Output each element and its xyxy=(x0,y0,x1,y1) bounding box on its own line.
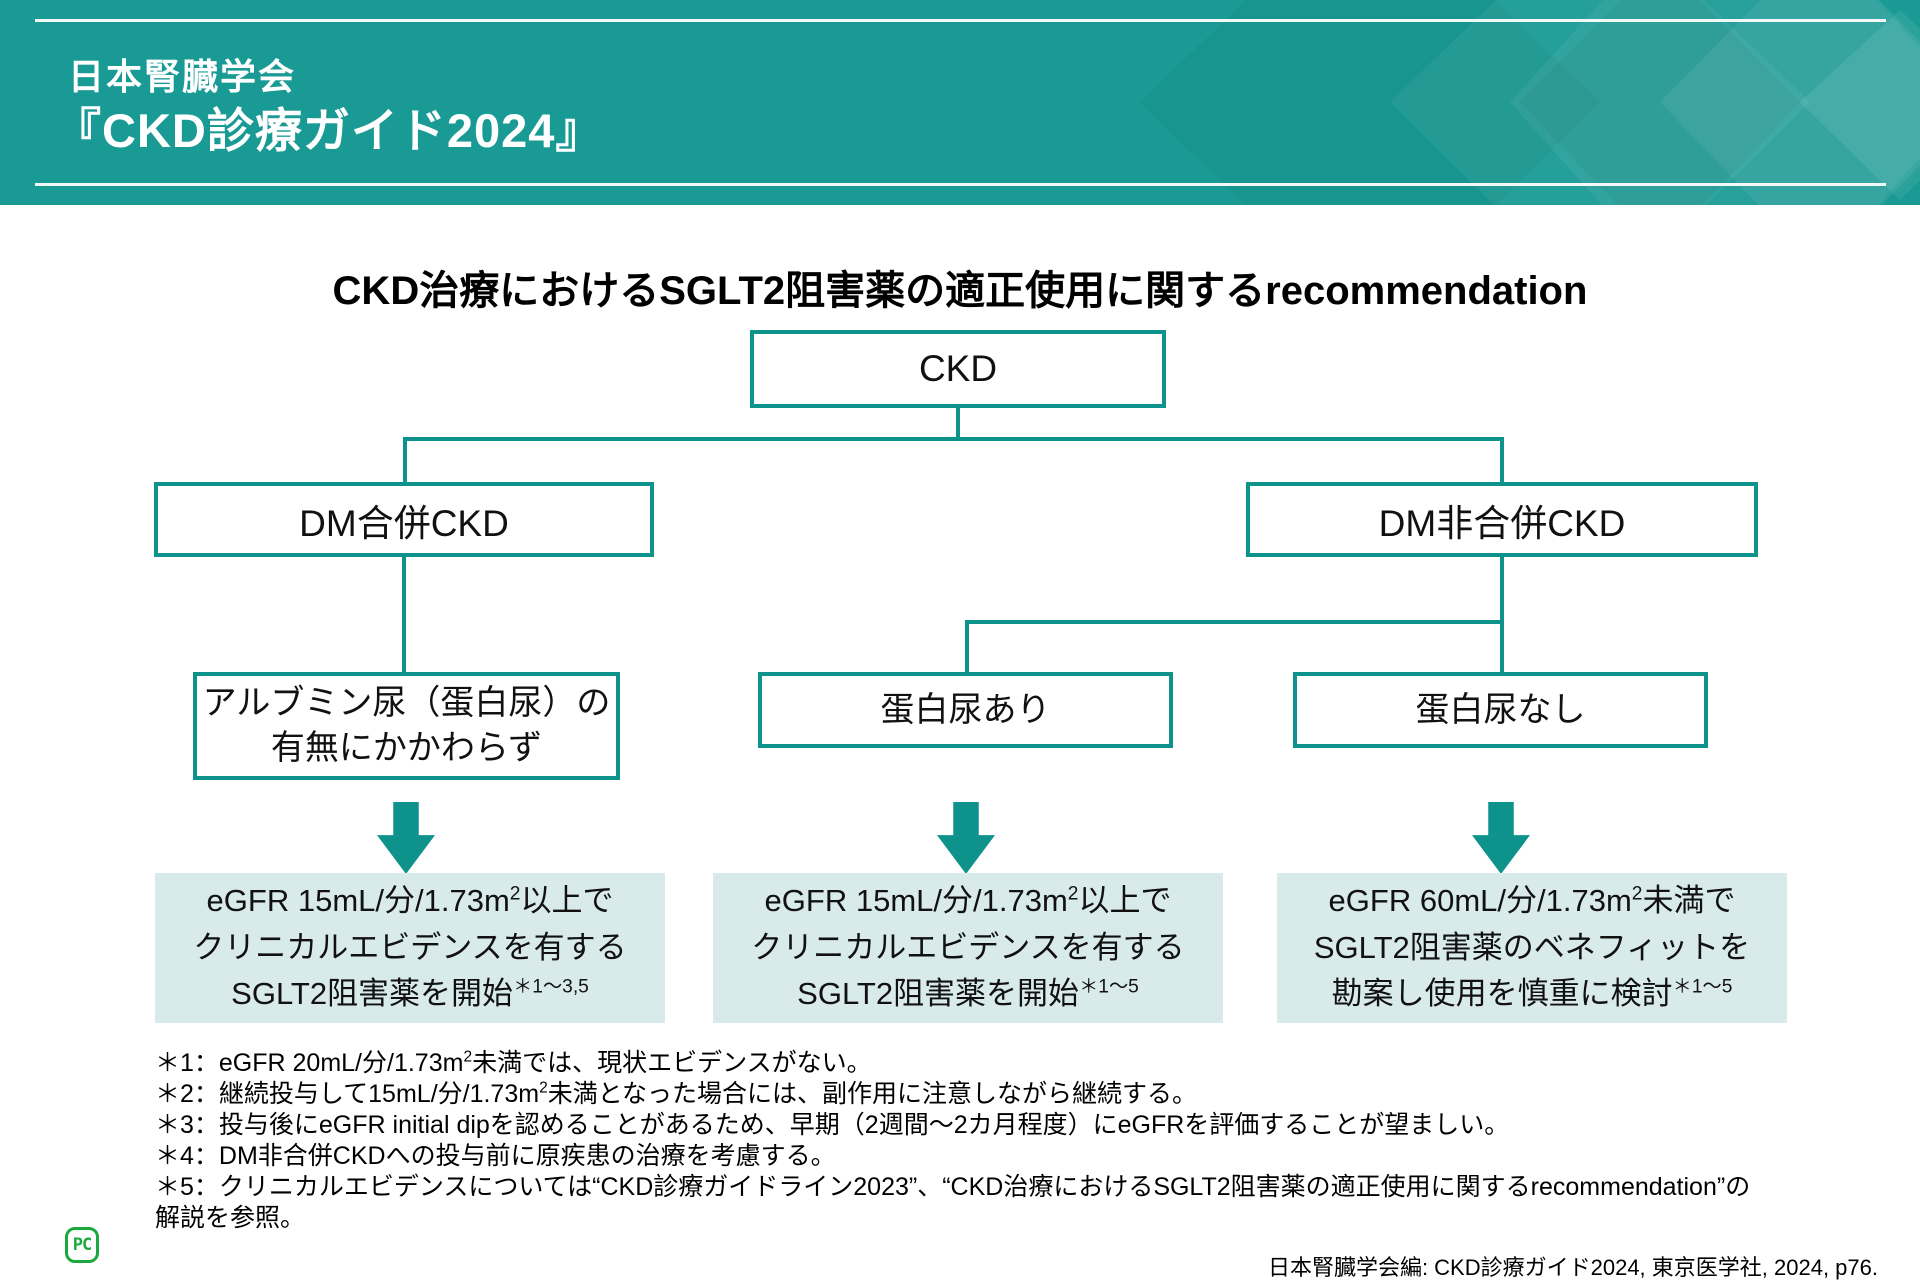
sup-ref: ＊1～5 xyxy=(1672,976,1733,998)
sup-ref: 2 xyxy=(1631,883,1643,905)
footnote-3: ＊3：投与後にeGFR initial dipを認めることがあるため、早期（2週… xyxy=(155,1110,1775,1141)
pc-logo: PC xyxy=(65,1227,99,1263)
connector-subbranch-horizontal xyxy=(965,620,1504,624)
node-label-line1: 蛋白尿なし xyxy=(1415,690,1586,729)
text-segment: ＊4：DM非合併CKDへの投与前に原疾患の治療を考慮する。 xyxy=(155,1142,836,1170)
node-label: DM合併CKD xyxy=(299,502,509,544)
header-banner: 日本腎臓学会 『CKD診療ガイド2024』 xyxy=(0,0,1920,205)
node-ckd: CKD xyxy=(750,330,1166,408)
node-proteinuria-present: 蛋白尿あり xyxy=(758,672,1173,748)
text-segment: 未満で xyxy=(1642,883,1736,919)
outcome-line1: eGFR 15mL/分/1.73m2以上で xyxy=(207,878,614,925)
text-segment: 未満となった場合には、副作用に注意しながら継続する。 xyxy=(547,1080,1197,1108)
text-segment: ＊2：継続投与して15mL/分/1.73m xyxy=(155,1080,540,1108)
sup-ref: ＊1～5 xyxy=(1079,976,1139,998)
sup-ref: 2 xyxy=(539,1079,548,1097)
node-label: CKD xyxy=(918,348,998,389)
text-segment: 以上で xyxy=(1078,883,1172,919)
sup-ref: 2 xyxy=(509,883,521,905)
node-proteinuria-absent: 蛋白尿なし xyxy=(1293,672,1708,748)
text-segment: 勘案し使用を慎重に検討 xyxy=(1331,976,1673,1012)
footnote-1: ＊1：eGFR 20mL/分/1.73m2未満では、現状エビデンスがない。 xyxy=(155,1048,1775,1079)
footnote-2: ＊2：継続投与して15mL/分/1.73m2未満となった場合には、副作用に注意し… xyxy=(155,1079,1775,1110)
connector-right-branch-down xyxy=(1500,437,1504,484)
text-segment: ＊3：投与後にeGFR initial dipを認めることがあるため、早期（2週… xyxy=(155,1111,1510,1139)
text-segment: eGFR 15mL/分/1.73m xyxy=(206,883,510,919)
connector-proteinuria-no-down xyxy=(1500,620,1504,674)
pc-logo-text: PC xyxy=(72,1235,93,1255)
node-non-dm-ckd: DM非合併CKD xyxy=(1246,482,1758,557)
outcome-box-proteinuria-yes: eGFR 15mL/分/1.73m2以上で クリニカルエビデンスを有する SGL… xyxy=(713,873,1223,1023)
connector-proteinuria-yes-down xyxy=(965,620,969,674)
text-segment: ＊5：クリニカルエビデンスについては“CKD診療ガイドライン2023”、“CKD… xyxy=(155,1173,1751,1232)
down-arrow-icon xyxy=(937,802,995,874)
outcome-box-dm: eGFR 15mL/分/1.73m2以上で クリニカルエビデンスを有する SGL… xyxy=(155,873,665,1023)
header-organization: 日本腎臓学会 xyxy=(68,56,297,97)
text-segment: クリニカルエビデンスを有する xyxy=(193,929,627,965)
outcome-line2: SGLT2阻害薬のベネフィットを xyxy=(1314,925,1750,972)
footnote-5: ＊5：クリニカルエビデンスについては“CKD診療ガイドライン2023”、“CKD… xyxy=(155,1172,1775,1234)
down-arrow-icon xyxy=(1472,802,1530,874)
text-segment: eGFR 60mL/分/1.73m xyxy=(1328,883,1632,919)
header-top-rule xyxy=(35,19,1886,22)
header-pattern xyxy=(1390,0,1920,205)
diagram-title: CKD治療におけるSGLT2阻害薬の適正使用に関するrecommendation xyxy=(332,269,1588,313)
text-segment: 以上で xyxy=(520,883,614,919)
footnotes: ＊1：eGFR 20mL/分/1.73m2未満では、現状エビデンスがない。 ＊2… xyxy=(155,1048,1775,1234)
connector-dm-to-condition xyxy=(402,555,406,674)
node-label: DM非合併CKD xyxy=(1378,502,1626,544)
footnote-4: ＊4：DM非合併CKDへの投与前に原疾患の治療を考慮する。 xyxy=(155,1141,1775,1172)
outcome-line2: クリニカルエビデンスを有する xyxy=(193,925,626,972)
header-guide-title: 『CKD診療ガイド2024』 xyxy=(54,104,604,157)
node-albuminuria-regardless: アルブミン尿（蛋白尿）の 有無にかかわらず xyxy=(193,672,620,780)
citation: 日本腎臓学会編: CKD診療ガイド2024, 東京医学社, 2024, p76. xyxy=(1267,1255,1878,1280)
connector-left-branch-down xyxy=(403,437,407,484)
outcome-line3: 勘案し使用を慎重に検討＊1～5 xyxy=(1332,971,1733,1018)
text-segment: クリニカルエビデンスを有する xyxy=(751,929,1185,965)
outcome-line1: eGFR 15mL/分/1.73m2以上で xyxy=(765,878,1172,925)
sup-ref: 2 xyxy=(1067,883,1079,905)
connector-root-down xyxy=(956,406,960,439)
connector-branch-horizontal xyxy=(403,437,1504,441)
header-bottom-rule xyxy=(35,183,1886,186)
node-label-line1: アルブミン尿（蛋白尿）の xyxy=(202,684,611,723)
down-arrow-icon xyxy=(377,802,435,874)
outcome-line3: SGLT2阻害薬を開始＊1～3,5 xyxy=(231,971,589,1018)
outcome-line1: eGFR 60mL/分/1.73m2未満で xyxy=(1329,878,1736,925)
outcome-box-proteinuria-no: eGFR 60mL/分/1.73m2未満で SGLT2阻害薬のベネフィットを 勘… xyxy=(1277,873,1787,1023)
node-dm-ckd: DM合併CKD xyxy=(154,482,654,557)
text-segment: ＊1：eGFR 20mL/分/1.73m xyxy=(155,1049,464,1077)
outcome-line2: クリニカルエビデンスを有する xyxy=(751,925,1184,972)
node-label-line1: 蛋白尿あり xyxy=(880,690,1051,729)
text-segment: 未満では、現状エビデンスがない。 xyxy=(472,1049,872,1077)
text-segment: SGLT2阻害薬のベネフィットを xyxy=(1313,929,1751,965)
text-segment: eGFR 15mL/分/1.73m xyxy=(764,883,1068,919)
text-segment: SGLT2阻害薬を開始 xyxy=(797,976,1080,1012)
text-segment: SGLT2阻害薬を開始 xyxy=(231,976,514,1012)
connector-nondm-down xyxy=(1500,555,1504,622)
sup-ref: ＊1～3,5 xyxy=(513,976,589,998)
outcome-line3: SGLT2阻害薬を開始＊1～5 xyxy=(797,971,1139,1018)
node-label-line2: 有無にかかわらず xyxy=(270,729,543,767)
sup-ref: 2 xyxy=(463,1048,473,1066)
